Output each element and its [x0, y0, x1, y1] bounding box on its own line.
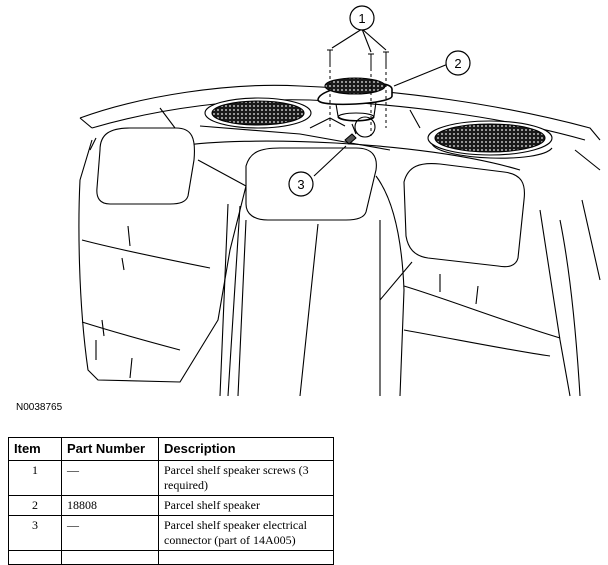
right-headrest — [403, 162, 526, 268]
left-headrest — [96, 127, 196, 205]
parcel-shelf-speaker-exploded — [317, 77, 393, 122]
item-cell — [8, 550, 62, 565]
part-number-cell — [61, 550, 159, 565]
figure-id: N0038765 — [16, 402, 63, 413]
table-row: 1 — Parcel shelf speaker screws (3 requi… — [8, 460, 334, 496]
description-cell: Parcel shelf speaker electrical connecto… — [158, 515, 334, 551]
table-row: 2 18808 Parcel shelf speaker — [8, 495, 334, 516]
left-speaker-grille — [211, 100, 305, 126]
header-part-number: Part Number — [61, 437, 159, 461]
header-item: Item — [8, 437, 62, 461]
left-seatback — [78, 139, 247, 383]
item-cell: 1 — [8, 460, 62, 496]
description-cell: Parcel shelf speaker — [158, 495, 334, 516]
center-seatback — [219, 203, 319, 397]
right-seatback — [379, 261, 561, 339]
electrical-connector — [344, 133, 357, 145]
table-header-row: Item Part Number Description — [8, 437, 334, 461]
callout-3: 3 — [297, 177, 304, 192]
header-description: Description — [158, 437, 334, 461]
description-cell: Parcel shelf speaker screws (3 required) — [158, 460, 334, 496]
table-row: 3 — Parcel shelf speaker electrical conn… — [8, 515, 334, 551]
parcel-shelf-outline — [79, 84, 601, 141]
callout-2: 2 — [454, 56, 461, 71]
callout-1: 1 — [358, 11, 365, 26]
parts-table: Item Part Number Description 1 — Parcel … — [8, 437, 334, 565]
right-speaker-grille — [434, 123, 546, 153]
part-number-cell: 18808 — [61, 495, 159, 516]
table-row — [8, 550, 334, 565]
item-cell: 2 — [8, 495, 62, 516]
parcel-shelf-speaker-diagram: 1 2 3 — [78, 5, 601, 397]
description-cell — [158, 550, 334, 565]
part-number-cell: — — [61, 515, 159, 551]
screws — [327, 49, 389, 136]
part-number-cell: — — [61, 460, 159, 496]
item-cell: 3 — [8, 515, 62, 551]
